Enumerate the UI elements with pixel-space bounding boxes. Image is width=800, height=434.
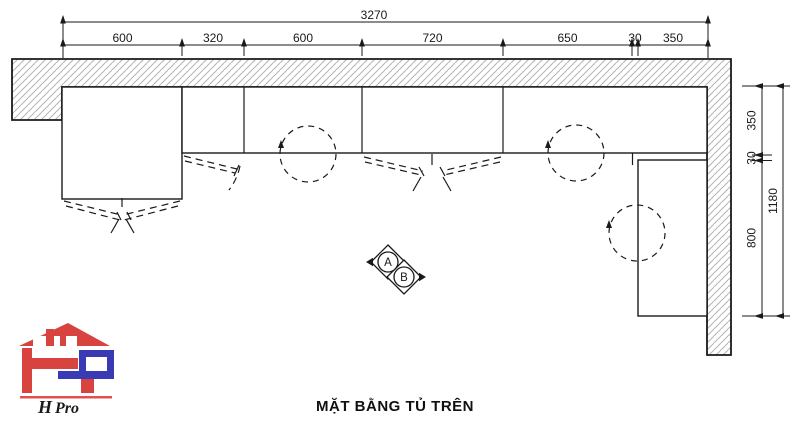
logo-lower-stem [81,379,94,393]
tall-cabinet-right [637,159,708,317]
upper-cabinet-row [181,86,708,154]
logo-rule [20,396,112,399]
dim-top-seg-3: 720 [422,31,442,45]
flip-door-symbol-cabinet-3 [278,125,337,183]
dim-right-overall: 1180 [766,188,780,214]
section-marker-a-circle [377,251,399,273]
flip-door-symbol-cabinet-5 [545,124,605,182]
right-dimension-ticks [753,83,784,319]
section-marker-b-label: B [400,272,408,284]
logo-text-h: H [37,397,53,417]
dim-top-seg-1: 320 [203,31,223,45]
dim-top-seg-4: 650 [557,31,577,45]
logo-text-pro: Pro [54,400,79,417]
dim-right-seg-2: 800 [745,228,759,248]
section-marker-b-circle [393,266,415,288]
logo: H Pro [19,323,114,417]
dim-top-seg-0: 600 [112,31,132,45]
door-swing-cabinet-1 [63,198,181,234]
logo-h-bar [22,358,78,369]
dim-right-seg-0: 350 [745,110,759,130]
door-swing-cabinet-2 [183,155,241,191]
section-marker-b-wedge [419,272,426,282]
top-dimension-lines [60,14,711,58]
dim-top-seg-2: 600 [293,31,313,45]
dim-top-seg-5: 30 [628,31,642,45]
dim-top-seg-6: 350 [663,31,683,45]
section-marker-a-label: A [384,257,392,269]
cabinet-left-600-deep [61,86,183,200]
cabinet-dividers [243,87,634,165]
door-swing-cabinet-4 [363,154,502,192]
section-marker-a-wedge [366,257,373,267]
dim-top-overall: 3270 [361,8,388,22]
logo-p-shape [58,350,114,379]
logo-h-stem [22,348,32,393]
section-markers: A B [366,244,426,295]
top-dimension-ticks [179,37,641,56]
right-dimension-lines [742,83,790,319]
door-swing-tall-cabinet [606,204,666,262]
drawing-title: MẶT BẰNG TỦ TRÊN [316,398,474,415]
dim-right-seg-1: 30 [745,151,759,165]
